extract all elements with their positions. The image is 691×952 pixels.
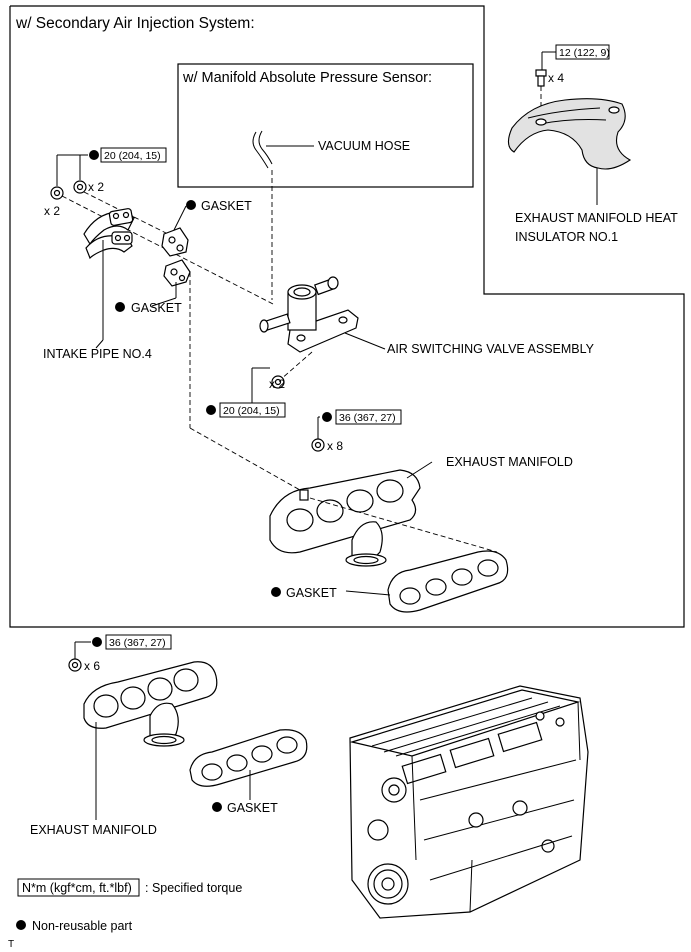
intake-pipe-count-side: x 2 xyxy=(44,204,60,218)
non-reusable-dot-icon xyxy=(92,637,102,647)
map-sensor-header: w/ Manifold Absolute Pressure Sensor: xyxy=(182,70,432,86)
torque-box-icon xyxy=(219,402,286,418)
exhaust-manifold-std-torque: 36 (367, 27) xyxy=(109,637,166,649)
vacuum-hose xyxy=(252,130,273,169)
nut-icon xyxy=(50,186,64,200)
exhaust-manifold-sai-count: x 8 xyxy=(327,439,343,453)
nut-icon xyxy=(73,180,87,194)
intake-pipe-label: INTAKE PIPE NO.4 xyxy=(43,347,152,361)
heat-insulator-label-line2: INSULATOR NO.1 xyxy=(515,230,618,244)
non-reusable-dot-icon xyxy=(271,587,281,597)
engine-illustration xyxy=(349,685,589,919)
torque-box-icon xyxy=(17,878,140,897)
non-reusable-dot-icon xyxy=(115,302,125,312)
map-sensor-section-frame xyxy=(177,63,474,188)
air-switching-valve-torque: 20 (204, 15) xyxy=(223,405,280,417)
gasket-exhaust-std-label: GASKET xyxy=(227,801,278,815)
legend-torque-text: : Specified torque xyxy=(145,881,242,895)
intake-pipe-count-top: x 2 xyxy=(88,180,104,194)
legend-torque-box: N*m (kgf*cm, ft.*lbf) xyxy=(22,881,132,895)
non-reusable-dot-icon xyxy=(322,412,332,422)
gasket-lower xyxy=(163,259,191,287)
nut-icon xyxy=(68,658,82,672)
legend-nonreusable-text: Non-reusable part xyxy=(32,919,133,933)
non-reusable-dot-icon xyxy=(89,150,99,160)
gasket-upper-label: GASKET xyxy=(201,199,252,213)
torque-box-icon xyxy=(105,634,172,650)
non-reusable-dot-icon xyxy=(212,802,222,812)
torque-box-icon xyxy=(335,409,402,425)
exhaust-gasket-std xyxy=(189,729,308,787)
secondary-air-header: w/ Secondary Air Injection System: xyxy=(15,15,255,32)
air-switching-valve-label: AIR SWITCHING VALVE ASSEMBLY xyxy=(387,342,595,356)
secondary-air-section-frame xyxy=(9,5,685,628)
nut-icon xyxy=(311,438,325,452)
exhaust-manifold-sai xyxy=(269,469,421,567)
intake-pipe-torque: 20 (204, 15) xyxy=(104,150,161,162)
exhaust-manifold-sai-label: EXHAUST MANIFOLD xyxy=(446,455,573,469)
heat-insulator-count: x 4 xyxy=(548,71,564,85)
exhaust-manifold-std-count: x 6 xyxy=(84,659,100,673)
heat-insulator-torque: 12 (122, 9) xyxy=(559,47,610,59)
vacuum-hose-label: VACUUM HOSE xyxy=(318,139,410,153)
footer-code: T xyxy=(8,939,14,950)
exhaust-gasket-sai xyxy=(387,550,509,613)
gasket-upper xyxy=(161,227,189,257)
non-reusable-dot-icon xyxy=(206,405,216,415)
nut-icon xyxy=(271,375,285,389)
bolt-icon xyxy=(535,69,547,87)
air-switching-valve-count: x 2 xyxy=(269,377,285,391)
non-reusable-dot-icon xyxy=(186,200,196,210)
gasket-lower-label: GASKET xyxy=(131,301,182,315)
heat-insulator xyxy=(507,98,632,170)
non-reusable-dot-icon xyxy=(16,920,26,930)
exhaust-manifold-sai-torque: 36 (367, 27) xyxy=(339,412,396,424)
exhaust-manifold-std xyxy=(83,661,218,747)
torque-box-icon xyxy=(100,147,167,163)
heat-insulator-label-line1: EXHAUST MANIFOLD HEAT xyxy=(515,211,678,225)
air-switching-valve xyxy=(259,276,359,353)
gasket-exhaust-sai-label: GASKET xyxy=(286,586,337,600)
intake-pipe xyxy=(83,208,135,260)
exhaust-manifold-std-label: EXHAUST MANIFOLD xyxy=(30,823,157,837)
